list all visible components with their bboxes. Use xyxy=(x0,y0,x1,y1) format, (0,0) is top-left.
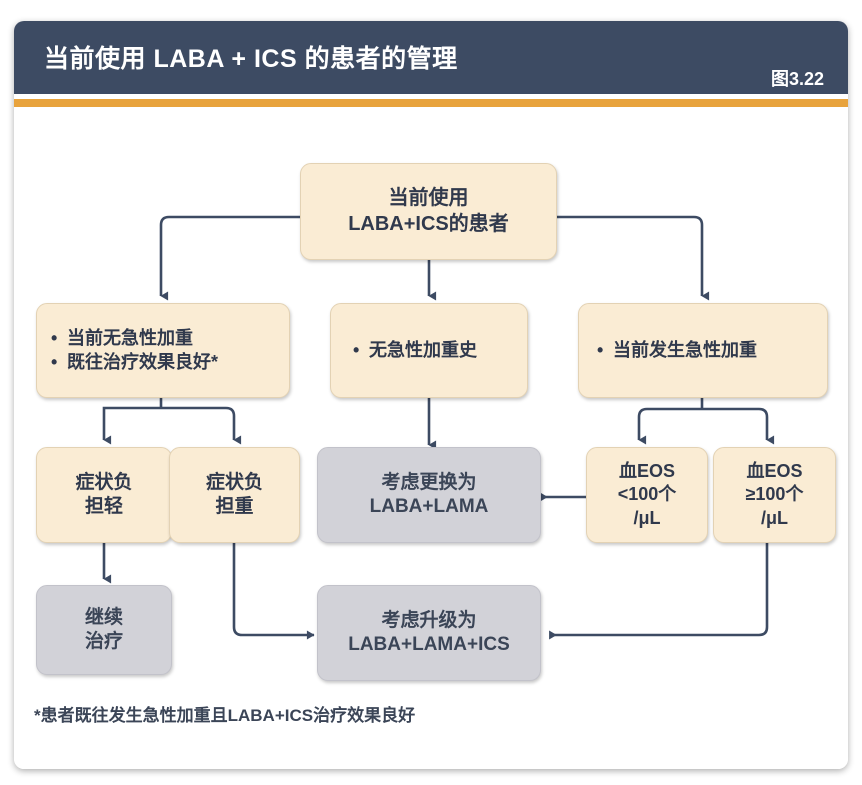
node-branch-mid[interactable]: • 无急性加重史 xyxy=(330,303,528,398)
node-continue-treatment[interactable]: 继续 治疗 xyxy=(36,585,172,675)
bullet-dot-icon: • xyxy=(353,339,360,360)
node-eos-high-line3: /μL xyxy=(760,507,788,528)
figure-card: 当前使用 LABA + ICS 的患者的管理 图3.22 xyxy=(14,21,848,769)
node-switch-line2: LABA+LAMA xyxy=(369,496,489,517)
accent-bar xyxy=(14,99,848,107)
figure-number: 图3.22 xyxy=(770,69,824,89)
node-switch-laba-lama[interactable]: 考虑更换为 LABA+LAMA xyxy=(317,447,541,543)
page-title: 当前使用 LABA + ICS 的患者的管理 xyxy=(44,45,458,73)
node-eos-low-line1: 血EOS xyxy=(618,461,675,482)
flowchart-connectors xyxy=(102,215,775,640)
bullet-dot-icon: • xyxy=(51,328,58,349)
node-root-line2: LABA+ICS的患者 xyxy=(348,212,509,235)
edge-left-to-symptom-high xyxy=(161,406,242,445)
node-branch-right-bullet-1: • 当前发生急性加重 xyxy=(597,339,809,362)
node-branch-left-bullet-2: • 既往治疗效果良好* xyxy=(51,351,275,374)
node-symptom-low-line1: 症状负 xyxy=(75,471,133,493)
edge-symptomhigh-to-escalate xyxy=(232,543,315,640)
flowchart-canvas: 当前使用 LABA+ICS的患者 • 当前无急性加重 • 既往治疗效果良好* xyxy=(14,107,848,769)
node-branch-mid-bullet-1: • 无急性加重史 xyxy=(353,339,505,362)
edge-right-to-eos-high xyxy=(702,407,775,445)
edge-root-to-right xyxy=(557,215,710,301)
node-symptom-high-line1: 症状负 xyxy=(205,471,263,493)
node-root[interactable]: 当前使用 LABA+ICS的患者 xyxy=(300,163,557,260)
node-continue-line1: 继续 xyxy=(84,606,123,628)
node-switch-line1: 考虑更换为 xyxy=(381,471,477,493)
footnote: *患者既往发生急性加重且LABA+ICS治疗效果良好 xyxy=(34,706,416,725)
node-eos-high-line2: ≥100个 xyxy=(745,484,804,505)
node-eos-low-line2: <100个 xyxy=(617,484,677,505)
node-eos-high-line1: 血EOS xyxy=(746,461,803,482)
node-symptom-low[interactable]: 症状负 担轻 xyxy=(36,447,172,543)
node-continue-line2: 治疗 xyxy=(84,631,123,652)
bullet-dot-icon: • xyxy=(51,351,58,372)
edge-left-to-symptom-low xyxy=(102,406,161,445)
node-escalate-line2: LABA+LAMA+ICS xyxy=(348,634,510,655)
edge-eoshigh-to-escalate xyxy=(549,543,769,640)
edge-root-to-left xyxy=(159,215,300,301)
bullet-dot-icon: • xyxy=(597,339,604,360)
node-escalate-line1: 考虑升级为 xyxy=(381,609,477,631)
node-escalate-triple[interactable]: 考虑升级为 LABA+LAMA+ICS xyxy=(317,585,541,681)
edge-right-to-eos-low xyxy=(637,407,702,445)
node-branch-left-bullet-1: • 当前无急性加重 xyxy=(51,327,275,350)
node-eos-low-line3: /μL xyxy=(633,507,661,528)
node-eos-high[interactable]: 血EOS ≥100个 /μL xyxy=(713,447,836,543)
node-branch-left[interactable]: • 当前无急性加重 • 既往治疗效果良好* xyxy=(36,303,290,398)
node-symptom-high-line2: 担重 xyxy=(215,496,254,517)
node-eos-low[interactable]: 血EOS <100个 /μL xyxy=(586,447,708,543)
node-symptom-low-line2: 担轻 xyxy=(84,496,123,517)
node-root-line1: 当前使用 xyxy=(388,186,469,209)
node-symptom-high[interactable]: 症状负 担重 xyxy=(169,447,300,543)
node-branch-right[interactable]: • 当前发生急性加重 xyxy=(578,303,828,398)
figure-header: 当前使用 LABA + ICS 的患者的管理 图3.22 xyxy=(14,21,848,94)
